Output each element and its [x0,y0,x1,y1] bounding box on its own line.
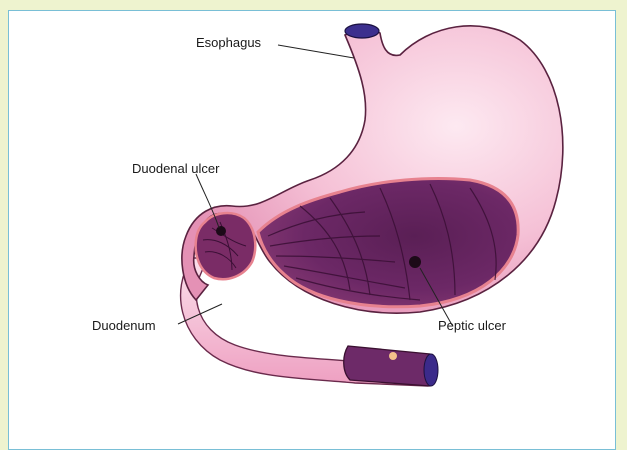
duodenum-cut-section [344,346,438,386]
duodenum-label: Duodenum [92,318,156,333]
peptic-ulcer-mark [409,256,421,268]
duodenum-spot [389,352,397,360]
duodenal-bulb [196,213,256,279]
esophagus-opening [345,24,379,38]
esophagus-leader [278,45,354,58]
duodenal-ulcer-label: Duodenal ulcer [132,161,220,176]
duodenal-ulcer-mark [216,226,226,236]
peptic-ulcer-label: Peptic ulcer [438,318,507,333]
esophagus-label: Esophagus [196,35,262,50]
duodenum-opening [424,354,438,386]
